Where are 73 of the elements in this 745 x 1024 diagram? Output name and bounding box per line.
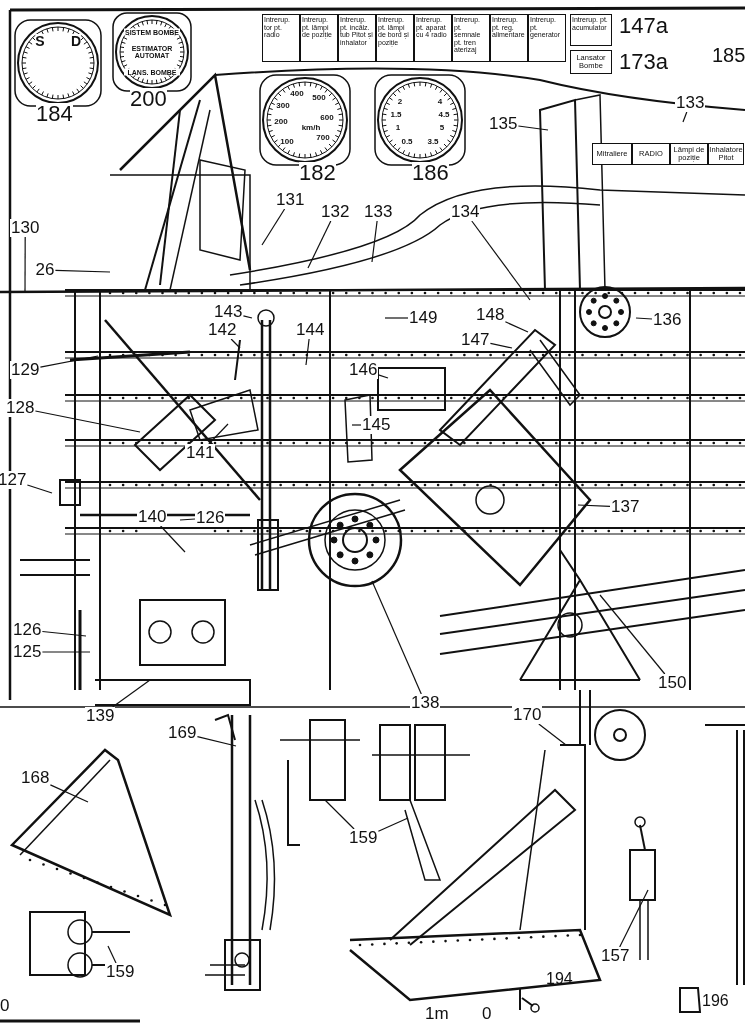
- leader-line: [49, 784, 89, 803]
- leader-line: [599, 594, 666, 675]
- scale-label: 0: [482, 1004, 492, 1024]
- dial-label: 100: [280, 138, 294, 146]
- callout-number: 130: [10, 219, 41, 237]
- part-number: 196: [702, 992, 729, 1010]
- callout-number: 140: [137, 508, 168, 526]
- dial-label: 1: [395, 124, 401, 132]
- leader-line: [619, 889, 649, 948]
- part-number: 173a: [619, 50, 668, 74]
- callout-number: 131: [275, 191, 306, 209]
- leader-line: [635, 317, 653, 320]
- scale-label: 1m: [425, 1004, 449, 1024]
- scale-label: 0: [0, 996, 10, 1016]
- leader-line: [307, 220, 332, 269]
- leader-line: [504, 321, 529, 333]
- dial-label: 2: [397, 98, 403, 106]
- dial-label: 600: [320, 114, 334, 122]
- leader-line: [305, 338, 310, 366]
- leader-line: [208, 423, 229, 445]
- dial-label: 400: [290, 90, 304, 98]
- part-number: 194: [546, 970, 573, 988]
- leader-line: [34, 410, 141, 433]
- callout-number: 145: [361, 416, 392, 434]
- dial-label: 500: [312, 94, 326, 102]
- dial-label: 0.5: [401, 138, 413, 146]
- leader-line: [324, 799, 355, 830]
- leader-line: [371, 220, 378, 263]
- dial-label: 300: [276, 102, 290, 110]
- leader-line: [39, 355, 99, 368]
- leader-line: [377, 817, 409, 832]
- part-number: 147a: [619, 14, 668, 38]
- leader-line: [41, 651, 91, 653]
- part-number: 185: [712, 44, 745, 67]
- leader-line: [261, 208, 286, 246]
- callout-number: 129: [10, 361, 41, 379]
- leader-line: [351, 424, 362, 426]
- leader-line: [112, 679, 151, 708]
- leader-line: [54, 269, 111, 273]
- dial-label: 5: [439, 124, 445, 132]
- leader-line: [377, 374, 389, 379]
- callout-number: 142: [207, 321, 238, 339]
- dial-label: 1.5: [390, 111, 402, 119]
- leader-line: [196, 736, 237, 747]
- leader-line: [517, 125, 549, 131]
- leader-line: [384, 317, 409, 319]
- callout-number: 132: [320, 203, 351, 221]
- leader-line: [577, 504, 611, 507]
- leader-line: [26, 484, 53, 494]
- leader-line: [179, 518, 196, 521]
- dial-label: km/h: [301, 124, 321, 132]
- leader-line: [371, 580, 422, 695]
- leader-line: [107, 945, 117, 964]
- leader-line: [489, 342, 513, 349]
- callout-number: 146: [348, 361, 379, 379]
- leader-line: [41, 630, 87, 637]
- dial-label: D: [70, 34, 82, 48]
- dial-label: 200: [274, 118, 288, 126]
- dial-label: 4: [437, 98, 443, 106]
- leader-line: [24, 236, 26, 293]
- dial-label: 700: [316, 134, 330, 142]
- callout-number: 134: [450, 203, 481, 221]
- callout-number: 128: [5, 399, 36, 417]
- leader-line: [538, 723, 567, 746]
- callout-number: 127: [0, 471, 28, 489]
- callout-number: 133: [675, 94, 706, 112]
- leader-line: [242, 315, 253, 319]
- leader-line: [471, 220, 531, 301]
- dial-label: 4.5: [438, 111, 450, 119]
- dial-label: S: [35, 34, 45, 48]
- callout-number: 170: [512, 706, 543, 724]
- leader-line: [682, 111, 688, 123]
- dial-label: 3.5: [427, 138, 439, 146]
